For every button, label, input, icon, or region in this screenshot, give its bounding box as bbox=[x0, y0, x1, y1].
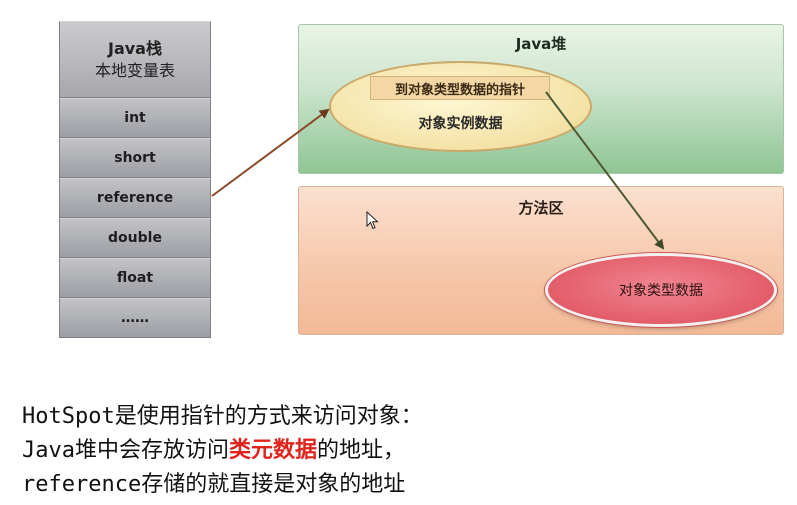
caption-line-2-post: 的地址， bbox=[317, 438, 406, 463]
stack-cell-int: int bbox=[59, 98, 211, 138]
pointer-to-type-arrow bbox=[545, 91, 665, 250]
caption-line-1: HotSpot是使用指针的方式来访问对象： bbox=[22, 404, 423, 429]
java-stack-title: Java栈 bbox=[108, 38, 162, 58]
object-type-label: 对象类型数据 bbox=[619, 283, 703, 299]
caption-text: HotSpot是使用指针的方式来访问对象： Java堆中会存放访问类元数据的地址… bbox=[22, 400, 782, 502]
local-variable-table-title: 本地变量表 bbox=[94, 60, 175, 80]
stack-cell-ellipsis: …… bbox=[59, 298, 211, 338]
stack-cell-float: float bbox=[59, 258, 211, 298]
reference-to-instance-arrow bbox=[211, 108, 330, 197]
object-type-ellipse bbox=[545, 253, 777, 327]
method-area-title: 方法区 bbox=[518, 199, 564, 217]
stack-cell-short: short bbox=[59, 138, 211, 178]
java-heap-title: Java堆 bbox=[515, 35, 567, 53]
mouse-cursor-icon bbox=[366, 211, 379, 230]
type-pointer-label: 到对象类型数据的指针 bbox=[370, 76, 550, 100]
java-stack-header: Java栈 本地变量表 bbox=[59, 21, 211, 98]
caption-line-2-pre: Java堆中会存放访问 bbox=[22, 438, 229, 463]
caption-line-2: Java堆中会存放访问类元数据的地址， bbox=[22, 434, 782, 468]
arrows-layer bbox=[211, 91, 665, 250]
stack-cell-reference: reference bbox=[59, 178, 211, 218]
caption-line-3: reference存储的就直接是对象的地址 bbox=[22, 472, 406, 497]
instance-data-label: 对象实例数据 bbox=[418, 116, 503, 132]
object-access-diagram: Java栈 本地变量表 int short reference double f… bbox=[59, 21, 784, 338]
caption-highlight-class-metadata: 类元数据 bbox=[228, 438, 317, 463]
java-stack: Java栈 本地变量表 int short reference double f… bbox=[59, 21, 211, 338]
stack-cell-double: double bbox=[59, 218, 211, 258]
